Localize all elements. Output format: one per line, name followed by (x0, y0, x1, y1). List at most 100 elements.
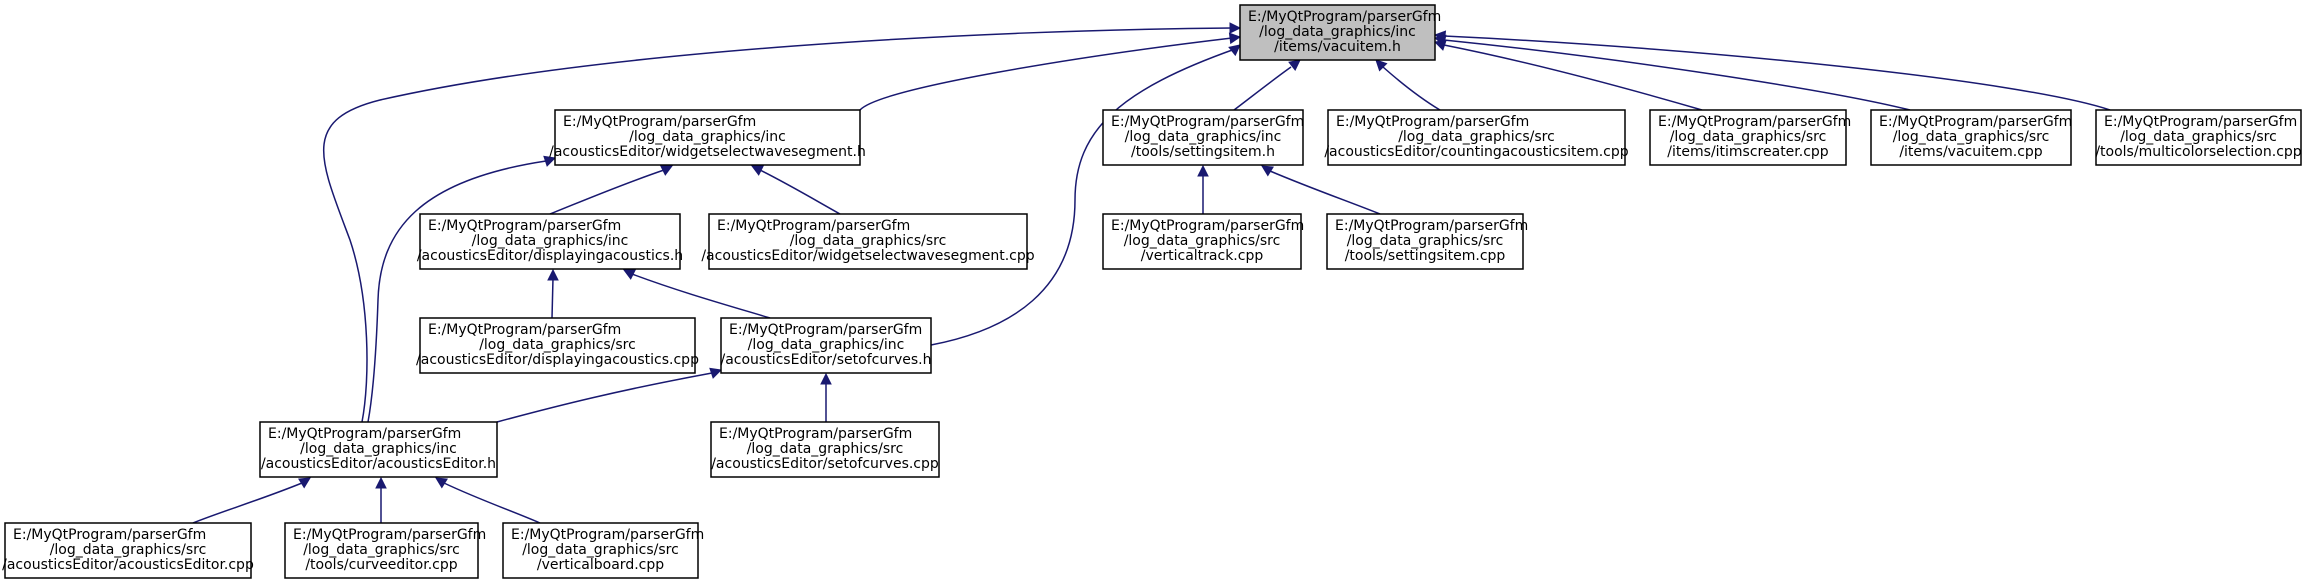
arrowhead-icon (623, 269, 636, 280)
node-box[interactable] (1649, 109, 1847, 166)
node-box[interactable] (4, 522, 252, 579)
edge-setofcurves_h-to-displayingacoustics_h (623, 269, 771, 319)
node-label-line: E:/MyQtProgram/parserGfm (428, 322, 621, 338)
node-label-line: E:/MyQtProgram/parserGfm (268, 426, 461, 442)
node-label-line: /log_data_graphics/inc (1125, 129, 1282, 145)
arrowhead-icon (1228, 44, 1241, 57)
node-label-line: /items/vacuitem.cpp (1899, 144, 2042, 160)
node-box[interactable] (1326, 213, 1524, 270)
node-label-line: /log_data_graphics/src (747, 441, 904, 457)
node-label-line: /log_data_graphics/inc (300, 441, 457, 457)
node-box[interactable] (1102, 109, 1304, 166)
node-box[interactable] (708, 213, 1028, 270)
node-layer: E:/MyQtProgram/parserGfm/log_data_graphi… (2, 4, 2302, 579)
node-settingsitem_h[interactable]: E:/MyQtProgram/parserGfm/log_data_graphi… (1102, 109, 1304, 166)
edge-acousticsEditor_cpp-to-acousticsEditor_h (192, 477, 311, 524)
node-label-line: E:/MyQtProgram/parserGfm (1658, 114, 1851, 130)
node-box[interactable] (720, 317, 932, 374)
node-label-line: /acousticsEditor/displayingacoustics.cpp (416, 352, 699, 368)
node-setofcurves_h[interactable]: E:/MyQtProgram/parserGfm/log_data_graphi… (720, 317, 932, 374)
edge-line (1443, 44, 1703, 111)
arrowhead-icon (1433, 30, 1447, 42)
node-box[interactable] (1870, 109, 2072, 166)
node-label-line: /acousticsEditor/widgetselectwavesegment… (549, 144, 866, 160)
node-widgetselectwavesegment_cpp[interactable]: E:/MyQtProgram/parserGfm/log_data_graphi… (701, 213, 1035, 270)
edge-line (551, 277, 554, 319)
arrowhead-icon (298, 477, 311, 489)
node-vacuitem_h[interactable]: E:/MyQtProgram/parserGfm/log_data_graphi… (1239, 4, 1441, 61)
edge-widgetselectwavesegment_cpp-to-widgetselectwavesegment_h (751, 165, 841, 215)
node-label-line: /acousticsEditor/setofcurves.h (721, 352, 932, 368)
arrowhead-icon (1261, 165, 1274, 177)
edge-line (496, 372, 713, 423)
node-label-line: E:/MyQtProgram/parserGfm (1248, 9, 1441, 25)
arrowhead-icon (1375, 59, 1388, 72)
edge-line (1443, 35, 2111, 111)
node-box[interactable] (1239, 4, 1436, 61)
node-label-line: /acousticsEditor/displayingacoustics.h (417, 248, 683, 264)
node-widgetselectwavesegment_h[interactable]: E:/MyQtProgram/parserGfm/log_data_graphi… (549, 109, 866, 166)
node-box[interactable] (259, 421, 498, 478)
edge-multicolorselection_cpp-to-vacuitem_h (1433, 30, 2111, 111)
edge-vacuitem_cpp-to-vacuitem_h (1433, 34, 1911, 111)
node-box[interactable] (502, 522, 699, 579)
node-box[interactable] (1327, 109, 1626, 166)
arrowhead-icon (375, 476, 387, 489)
node-label-line: /acousticsEditor/widgetselectwavesegment… (701, 248, 1034, 264)
edge-line (1443, 39, 1911, 111)
node-label-line: E:/MyQtProgram/parserGfm (1335, 218, 1528, 234)
node-box[interactable] (554, 109, 861, 166)
node-verticaltrack_cpp[interactable]: E:/MyQtProgram/parserGfm/log_data_graphi… (1102, 213, 1304, 270)
node-label-line: /acousticsEditor/acousticsEditor.h (261, 456, 496, 472)
node-label-line: /items/vacuitem.h (1274, 39, 1401, 55)
node-acousticsEditor_cpp[interactable]: E:/MyQtProgram/parserGfm/log_data_graphi… (2, 522, 254, 579)
node-setofcurves_cpp[interactable]: E:/MyQtProgram/parserGfm/log_data_graphi… (710, 421, 940, 478)
node-label-line: E:/MyQtProgram/parserGfm (511, 527, 704, 543)
edge-line (859, 37, 1233, 111)
node-countingacousticsitem_cpp[interactable]: E:/MyQtProgram/parserGfm/log_data_graphi… (1324, 109, 1629, 166)
node-displayingacoustics_cpp[interactable]: E:/MyQtProgram/parserGfm/log_data_graphi… (416, 317, 699, 374)
node-multicolorselection_cpp[interactable]: E:/MyQtProgram/parserGfm/log_data_graphi… (2095, 109, 2302, 166)
node-label-line: /log_data_graphics/src (50, 542, 207, 558)
arrowhead-icon (1197, 164, 1209, 177)
node-label-line: /acousticsEditor/countingacousticsitem.c… (1324, 144, 1628, 160)
node-box[interactable] (284, 522, 479, 579)
node-curveeditor_cpp[interactable]: E:/MyQtProgram/parserGfm/log_data_graphi… (284, 522, 486, 579)
node-acousticsEditor_h[interactable]: E:/MyQtProgram/parserGfm/log_data_graphi… (259, 421, 498, 478)
node-label-line: /acousticsEditor/setofcurves.cpp (711, 456, 939, 472)
node-label-line: /log_data_graphics/src (479, 337, 636, 353)
node-label-line: /acousticsEditor/acousticsEditor.cpp (2, 557, 254, 573)
edge-line (1269, 170, 1381, 215)
edge-itimscreater_cpp-to-vacuitem_h (1433, 39, 1703, 111)
arrowhead-icon (709, 367, 723, 379)
node-box[interactable] (419, 213, 681, 270)
node-settingsitem_cpp[interactable]: E:/MyQtProgram/parserGfm/log_data_graphi… (1326, 213, 1528, 270)
edge-curveeditor_cpp-to-acousticsEditor_h (375, 476, 387, 523)
edge-line (549, 169, 665, 215)
node-verticalboard_cpp[interactable]: E:/MyQtProgram/parserGfm/log_data_graphi… (502, 522, 704, 579)
node-label-line: E:/MyQtProgram/parserGfm (1111, 114, 1304, 130)
node-label-line: /log_data_graphics/src (1670, 129, 1827, 145)
node-box[interactable] (419, 317, 696, 374)
node-box[interactable] (710, 421, 940, 478)
node-label-line: E:/MyQtProgram/parserGfm (428, 218, 621, 234)
node-box[interactable] (1102, 213, 1302, 270)
node-vacuitem_cpp[interactable]: E:/MyQtProgram/parserGfm/log_data_graphi… (1870, 109, 2072, 166)
node-label-line: /tools/settingsitem.cpp (1345, 248, 1506, 264)
node-label-line: E:/MyQtProgram/parserGfm (13, 527, 206, 543)
edge-displayingacoustics_h-to-widgetselectwavesegment_h (549, 165, 673, 215)
node-label-line: /tools/curveeditor.cpp (305, 557, 457, 573)
arrowhead-icon (543, 155, 557, 167)
node-itimscreater_cpp[interactable]: E:/MyQtProgram/parserGfm/log_data_graphi… (1649, 109, 1851, 166)
node-label-line: /items/itimscreater.cpp (1667, 144, 1829, 160)
node-box[interactable] (2095, 109, 2302, 166)
node-label-line: E:/MyQtProgram/parserGfm (1336, 114, 1529, 130)
node-displayingacoustics_h[interactable]: E:/MyQtProgram/parserGfm/log_data_graphi… (417, 213, 683, 270)
edge-settingsitem_cpp-to-settingsitem_h (1261, 165, 1381, 215)
edge-setofcurves_cpp-to-setofcurves_h (820, 372, 832, 422)
edge-line (1233, 66, 1292, 111)
edge-verticalboard_cpp-to-acousticsEditor_h (435, 477, 541, 524)
edge-acousticsEditor_h-to-vacuitem_h (322, 22, 1242, 423)
node-label-line: E:/MyQtProgram/parserGfm (729, 322, 922, 338)
